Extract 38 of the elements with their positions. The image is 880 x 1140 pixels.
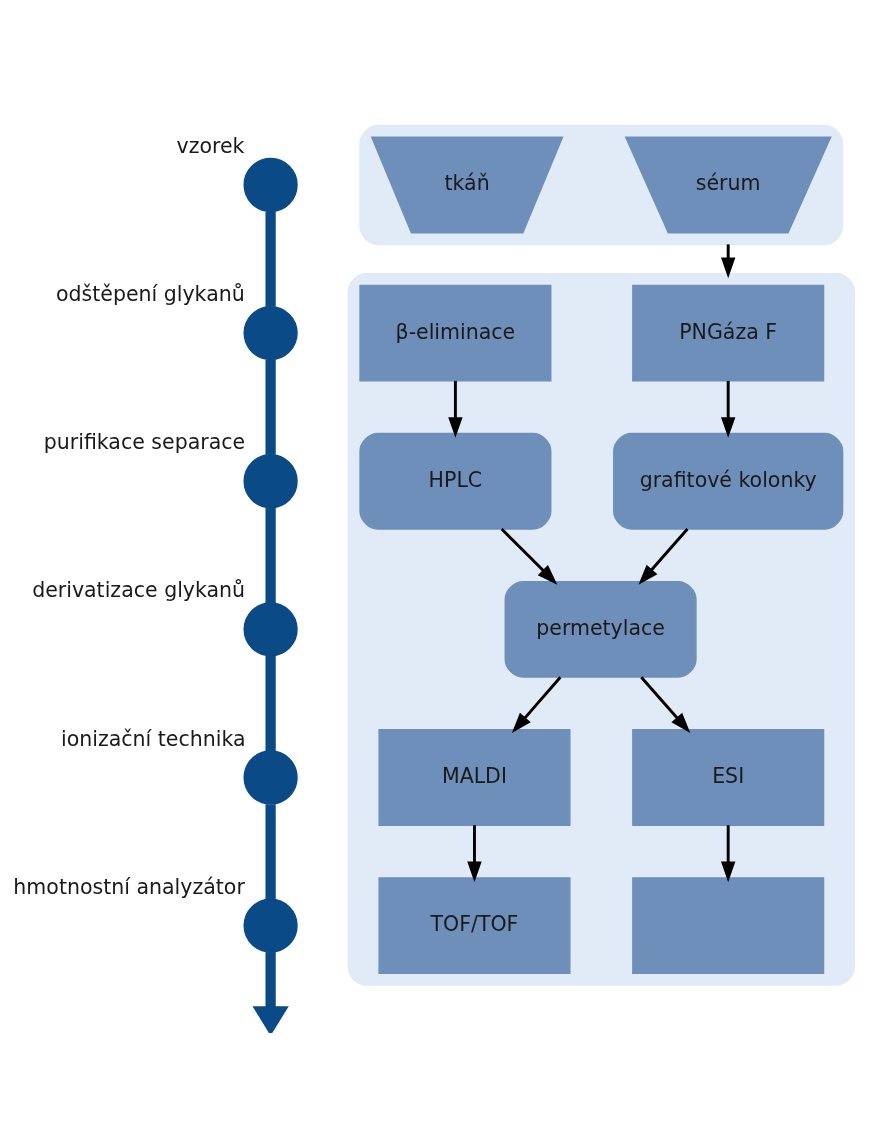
cluster <box>347 272 856 986</box>
arrow <box>252 951 289 1033</box>
node-box: PNGáza F <box>632 284 825 381</box>
node-circle <box>243 898 298 953</box>
node-label: ionizační technika <box>61 726 246 751</box>
arrow <box>511 675 562 733</box>
arrow <box>638 527 689 585</box>
arrow <box>721 380 736 438</box>
node-box: ESI <box>632 728 825 826</box>
node-box: HPLC <box>359 432 552 530</box>
node-circle <box>243 453 298 508</box>
arrow <box>721 824 736 882</box>
cluster <box>359 124 844 245</box>
connector <box>265 507 276 603</box>
arrow <box>721 243 736 278</box>
node-circle <box>243 601 298 656</box>
node-label: purifikace separace <box>43 429 246 454</box>
arrow <box>640 675 691 733</box>
arrow <box>448 380 463 438</box>
node-label: odštěpení glykanů <box>55 281 245 306</box>
node-box: TOF/TOF <box>378 876 571 974</box>
arrow <box>500 527 558 585</box>
node-circle <box>243 305 298 360</box>
node-circle <box>243 749 298 805</box>
node-circle <box>243 157 298 212</box>
connector <box>265 803 276 899</box>
connector <box>265 655 276 751</box>
node-label: vzorek <box>176 133 245 158</box>
arrow <box>467 824 482 882</box>
node-box <box>632 876 825 974</box>
connector <box>265 359 276 455</box>
node-box: permetylace <box>504 580 697 678</box>
connector <box>265 211 276 307</box>
node-label: hmotnostní analyzátor <box>13 874 245 899</box>
node-box: β-eliminace <box>359 284 552 381</box>
node-label: derivatizace glykanů <box>32 577 246 602</box>
node-box: grafitové kolonky <box>613 432 844 530</box>
node-box: MALDI <box>378 728 571 826</box>
